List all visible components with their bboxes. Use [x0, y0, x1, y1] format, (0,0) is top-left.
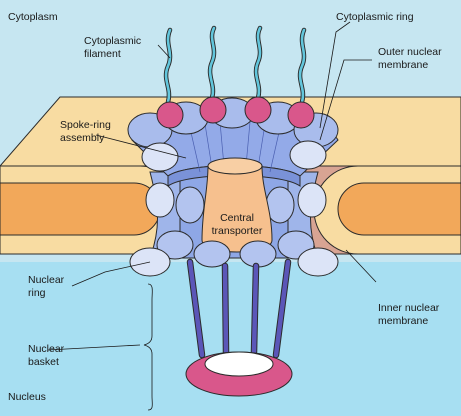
- nuclear-basket: [185, 258, 293, 397]
- nuclear-basket-label-line1: Nuclear: [28, 343, 65, 355]
- pore-side-subunits: [145, 182, 327, 224]
- central-transporter: [201, 157, 273, 253]
- leader-lines: [47, 21, 377, 351]
- nuclear-ring-label-line2: ring: [28, 287, 46, 299]
- filament-bead: [199, 96, 227, 124]
- left-lumen: [0, 182, 161, 236]
- basket-rod: [251, 263, 259, 355]
- cytoplasmic-filament-label-line1: Cytoplasmic: [84, 35, 141, 47]
- spoke-ring-label-line1: Spoke-ring: [60, 119, 111, 131]
- inner-membrane-label-line2: membrane: [378, 315, 428, 327]
- cytoplasmic-filaments: [156, 25, 315, 129]
- nuclear-basket-label-line2: basket: [28, 356, 59, 368]
- nuclear-ring-label-line1: Nuclear: [28, 274, 65, 286]
- cytoplasmic-filament: [254, 26, 262, 100]
- cytoplasmic-filament-label-line2: filament: [84, 48, 121, 60]
- right-lumen: [337, 182, 461, 236]
- basket-rod: [222, 263, 229, 355]
- cytoplasmic-ring-label: Cytoplasmic ring: [336, 11, 414, 23]
- cyto-ring-subunit-front: [141, 142, 179, 172]
- basket-ring-opening: [204, 351, 274, 377]
- spoke-ring-label-line2: assembly: [60, 132, 105, 144]
- central-transporter-label-line2: transporter: [212, 225, 263, 237]
- nuclear-ring: [129, 230, 339, 277]
- outer-membrane-label-line1: Outer nuclear: [378, 46, 442, 58]
- nucleus-label: Nucleus: [8, 391, 46, 403]
- central-transporter-label-line1: Central: [220, 212, 254, 224]
- basket-rod: [273, 259, 291, 358]
- cytoplasm-label: Cytoplasm: [8, 11, 58, 23]
- filament-bead: [156, 101, 184, 129]
- filament-bead: [287, 101, 315, 129]
- cyto-ring-subunit-front: [289, 140, 327, 170]
- nuclear-ring-subunit-front: [297, 247, 339, 277]
- inner-membrane-label-line1: Inner nuclear: [378, 302, 440, 314]
- basket-rod: [187, 259, 205, 358]
- filament-bead: [244, 96, 272, 124]
- cytoplasmic-filament: [208, 26, 216, 100]
- cytoplasmic-filament: [164, 28, 172, 104]
- outer-membrane-label-line2: membrane: [378, 59, 428, 71]
- cytoplasmic-filament: [298, 28, 306, 104]
- basket-brace: [143, 283, 153, 411]
